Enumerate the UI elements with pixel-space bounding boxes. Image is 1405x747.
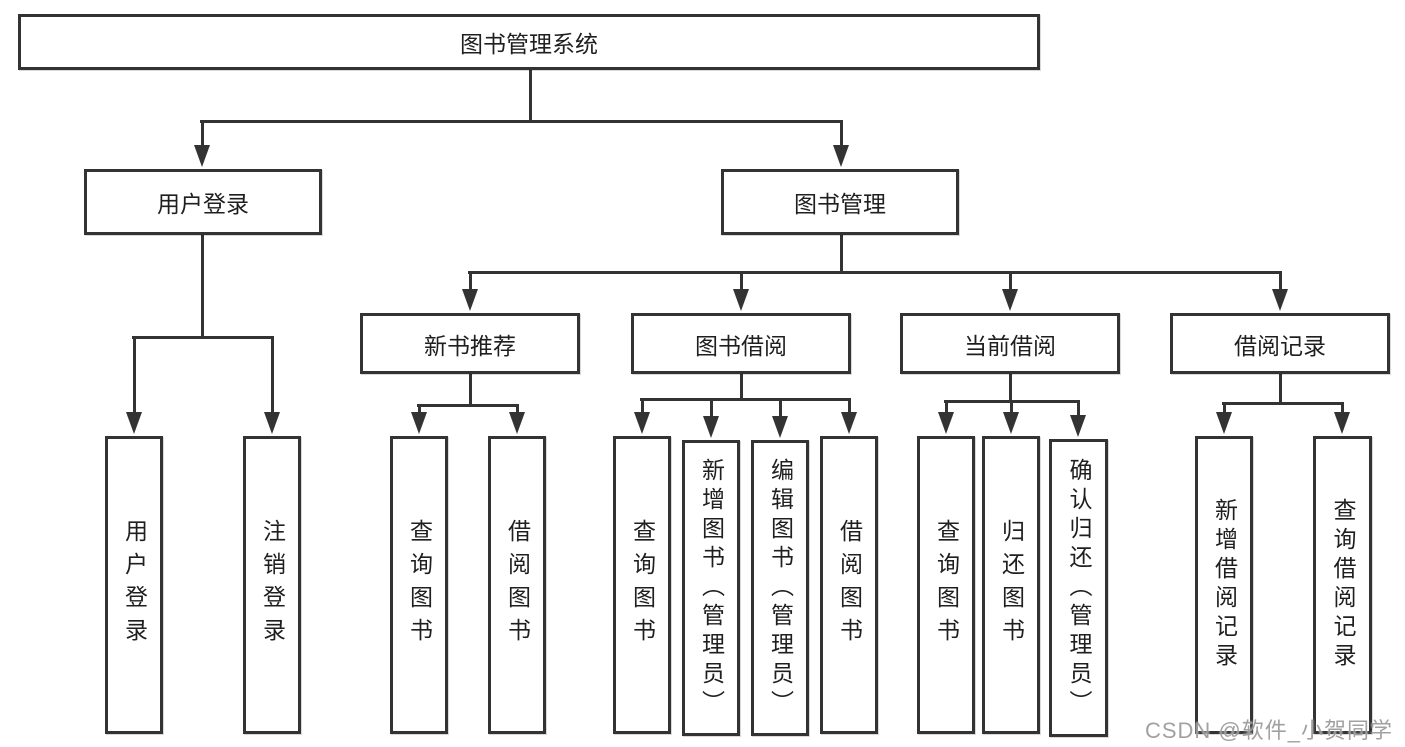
arrow-down-icon	[833, 145, 849, 167]
node-new-book-recommend: 新书推荐	[360, 313, 580, 374]
node-label-current-borrowing: 当前借阅	[964, 332, 1056, 359]
arrow-down-icon	[733, 289, 749, 311]
node-label-leaf-user-login: 用户登录	[121, 519, 148, 651]
arrow-stem	[778, 398, 782, 422]
connector-vline	[528, 70, 532, 123]
arrow-down-icon	[126, 412, 142, 434]
arrow-down-icon	[703, 416, 719, 438]
node-label-leaf-borrow-book-1: 借阅图书	[504, 519, 531, 651]
connector-hline	[417, 404, 519, 407]
node-label-borrowing-records: 借阅记录	[1234, 332, 1326, 359]
node-label-leaf-edit-book-admin: 编辑图书（管理员）	[767, 457, 794, 719]
connector-hline	[1222, 402, 1344, 405]
arrow-down-icon	[772, 416, 788, 438]
node-leaf-logout: 注销登录	[243, 436, 301, 734]
arrow-down-icon	[1272, 289, 1288, 311]
node-label-leaf-query-borrow-record: 查询借阅记录	[1330, 498, 1356, 672]
connector-vline	[468, 374, 472, 407]
node-leaf-add-borrow-record: 新增借阅记录	[1195, 436, 1253, 734]
node-label-leaf-return-book: 归还图书	[998, 519, 1025, 651]
arrow-stem	[709, 398, 713, 422]
connector-vline	[200, 235, 204, 339]
arrow-down-icon	[1003, 412, 1019, 434]
arrow-down-icon	[1002, 289, 1018, 311]
node-leaf-confirm-return-admin: 确认归还（管理员）	[1049, 439, 1108, 737]
node-label-new-book-recommend: 新书推荐	[424, 332, 516, 359]
node-label-user-login: 用户登录	[157, 191, 249, 217]
arrow-down-icon	[1070, 415, 1086, 437]
connector-hline	[468, 271, 1282, 274]
arrow-stem	[1340, 402, 1344, 418]
node-leaf-borrow-book-2: 借阅图书	[820, 436, 878, 734]
node-label-leaf-query-book-3: 查询图书	[933, 519, 960, 651]
connector-hline	[132, 336, 274, 339]
arrow-down-icon	[938, 412, 954, 434]
node-leaf-user-login: 用户登录	[105, 436, 163, 734]
node-leaf-add-book-admin: 新增图书（管理员）	[682, 440, 740, 736]
node-current-borrowing: 当前借阅	[900, 313, 1120, 374]
node-label-leaf-query-book-2: 查询图书	[629, 519, 656, 651]
node-leaf-return-book: 归还图书	[982, 436, 1040, 734]
arrow-down-icon	[634, 412, 650, 434]
node-label-leaf-query-book-1: 查询图书	[406, 519, 433, 651]
arrow-stem	[200, 120, 204, 151]
arrow-down-icon	[194, 145, 210, 167]
node-label-root: 图书管理系统	[460, 31, 598, 57]
arrow-down-icon	[1334, 412, 1350, 434]
arrow-down-icon	[264, 412, 280, 434]
connector-hline	[640, 398, 851, 401]
node-book-management: 图书管理	[721, 169, 959, 235]
node-book-borrowing: 图书借阅	[631, 313, 851, 374]
arrow-stem	[739, 271, 743, 295]
arrow-stem	[515, 404, 519, 418]
arrow-stem	[944, 400, 948, 418]
arrow-stem	[640, 398, 644, 418]
node-root: 图书管理系统	[18, 14, 1040, 70]
arrow-stem	[1008, 271, 1012, 295]
node-label-leaf-borrow-book-2: 借阅图书	[836, 519, 863, 651]
connector-vline	[839, 235, 843, 274]
node-leaf-edit-book-admin: 编辑图书（管理员）	[751, 440, 809, 736]
connector-vline	[1008, 374, 1012, 403]
node-leaf-borrow-book-1: 借阅图书	[488, 436, 546, 734]
arrow-down-icon	[509, 412, 525, 434]
arrow-stem	[1076, 400, 1080, 421]
arrow-stem	[1009, 400, 1013, 418]
arrow-stem	[847, 398, 851, 418]
node-label-leaf-add-borrow-record: 新增借阅记录	[1211, 498, 1238, 672]
node-user-login: 用户登录	[84, 169, 322, 235]
node-leaf-query-book-3: 查询图书	[917, 436, 975, 734]
arrow-down-icon	[411, 412, 427, 434]
node-label-leaf-confirm-return-admin: 确认归还（管理员）	[1066, 457, 1092, 719]
arrow-stem	[270, 336, 274, 418]
arrow-stem	[1278, 271, 1282, 295]
connector-vline	[1278, 374, 1282, 405]
connector-vline	[739, 374, 743, 401]
node-leaf-query-book-1: 查询图书	[390, 436, 448, 734]
node-leaf-query-book-2: 查询图书	[613, 436, 671, 734]
node-label-leaf-logout: 注销登录	[259, 519, 286, 651]
node-label-book-borrowing: 图书借阅	[695, 332, 787, 359]
node-label-leaf-add-book-admin: 新增图书（管理员）	[698, 457, 725, 719]
node-leaf-query-borrow-record: 查询借阅记录	[1313, 436, 1372, 734]
arrow-down-icon	[1216, 412, 1232, 434]
arrow-stem	[417, 404, 421, 418]
arrow-down-icon	[841, 412, 857, 434]
node-label-book-management: 图书管理	[794, 191, 886, 217]
arrow-stem	[468, 271, 472, 295]
node-borrowing-records: 借阅记录	[1170, 313, 1390, 374]
arrow-stem	[1222, 402, 1226, 418]
arrow-down-icon	[462, 289, 478, 311]
arrow-stem	[839, 120, 843, 151]
arrow-stem	[132, 336, 136, 418]
watermark-text: CSDN @软件_小贺同学	[1144, 718, 1393, 743]
connector-hline	[200, 120, 843, 123]
